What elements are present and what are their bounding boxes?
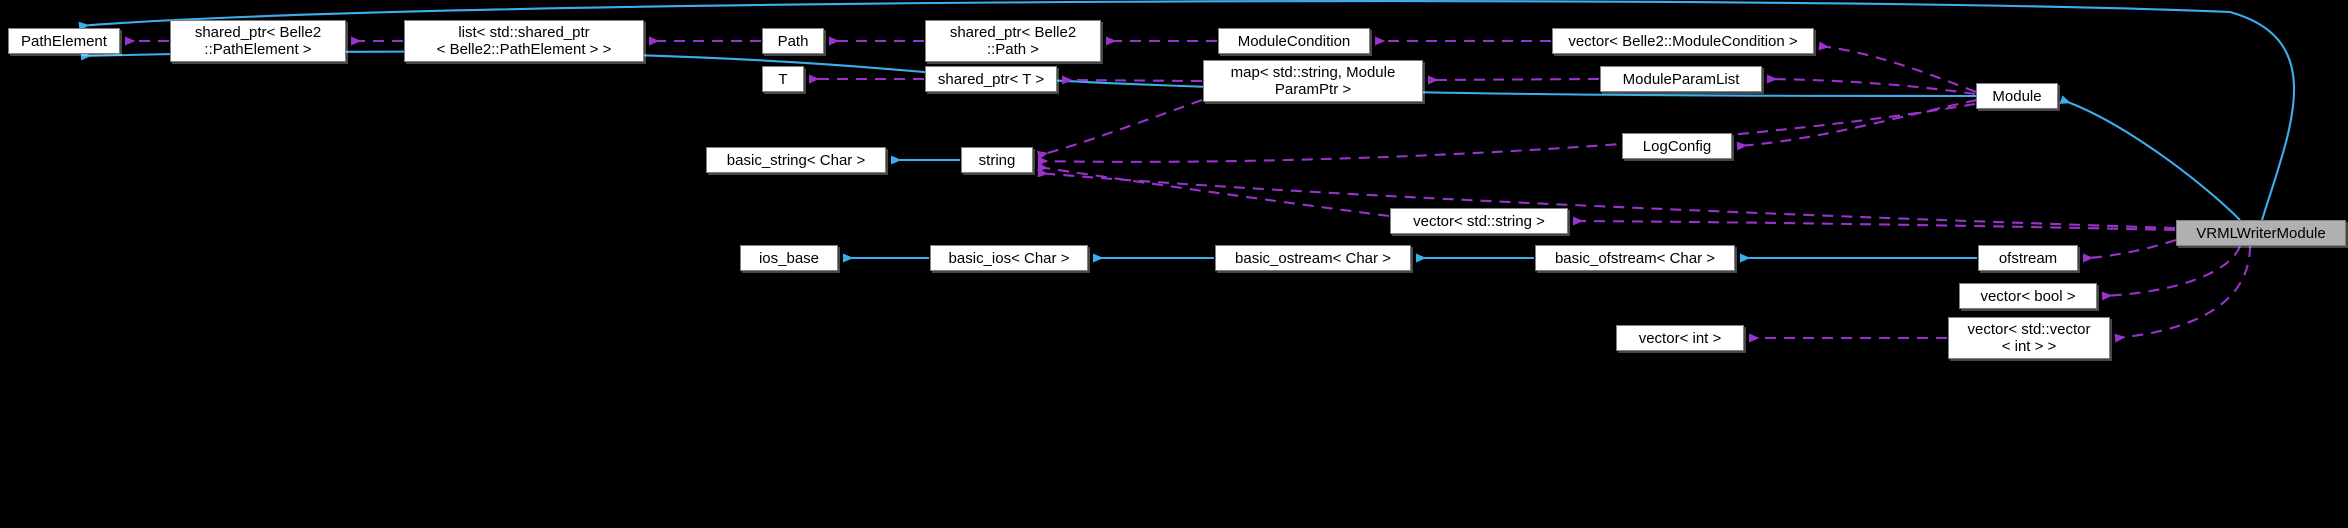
class-node-label: basic_string< Char > (726, 151, 866, 169)
class-node-label: vector< Belle2::ModuleCondition > (1568, 32, 1798, 50)
edge-vrmlwritermodule-ofstream (2082, 239, 2177, 263)
class-node-label: T (778, 70, 788, 88)
class-node-basic_ofstream_char[interactable]: basic_ofstream< Char > (1535, 245, 1735, 271)
class-node-modulecondition[interactable]: ModuleCondition (1218, 28, 1370, 54)
class-node-vec_vec_int[interactable]: vector< std::vector < int > > (1948, 317, 2110, 359)
class-node-ofstream[interactable]: ofstream (1978, 245, 2078, 271)
class-node-vector_int[interactable]: vector< int > (1616, 325, 1744, 351)
edge-vrmlwritermodule-vec-std-string (1572, 216, 2176, 232)
edge-moduleparamlist-map (1427, 75, 1600, 85)
edge-module-logconfig (1736, 98, 1978, 151)
edge-module-string (1037, 102, 1976, 166)
class-node-vrmlwritermodule[interactable]: VRMLWriterModule (2176, 220, 2346, 246)
class-node-label: shared_ptr< Belle2 ::PathElement > (194, 24, 322, 58)
edge-module-moduleparamlist (1766, 74, 1976, 96)
class-node-basic_string_char[interactable]: basic_string< Char > (706, 147, 886, 173)
class-node-label: list< std::shared_ptr < Belle2::PathElem… (436, 24, 612, 58)
class-node-ios_base[interactable]: ios_base (740, 245, 838, 271)
class-node-label: shared_ptr< Belle2 ::Path > (949, 24, 1077, 58)
class-node-label: Path (777, 32, 809, 50)
class-node-string[interactable]: string (961, 147, 1033, 173)
class-node-sp_pathelement[interactable]: shared_ptr< Belle2 ::PathElement > (170, 20, 346, 62)
class-node-logconfig[interactable]: LogConfig (1622, 133, 1732, 159)
class-node-pathelement[interactable]: PathElement (8, 28, 120, 54)
class-node-t[interactable]: T (762, 66, 804, 92)
class-node-label: shared_ptr< T > (937, 70, 1045, 88)
edge-map-string (1037, 99, 1203, 160)
class-node-sp_path[interactable]: shared_ptr< Belle2 ::Path > (925, 20, 1101, 62)
class-node-vec_modulecondition[interactable]: vector< Belle2::ModuleCondition > (1552, 28, 1814, 54)
edge-map-sp-t (1061, 75, 1203, 85)
class-node-module[interactable]: Module (1976, 83, 2058, 109)
class-node-vector_bool[interactable]: vector< bool > (1959, 283, 2097, 309)
class-node-label: Module (1992, 87, 2042, 105)
class-node-label: vector< std::vector < int > > (1967, 321, 2091, 355)
class-node-label: PathElement (21, 32, 107, 50)
class-node-label: ios_base (758, 249, 820, 267)
edge-vrmlwritermodule-pathelement (78, 0, 2296, 221)
class-node-label: ModuleCondition (1237, 32, 1351, 50)
class-node-label: vector< std::string > (1413, 212, 1545, 230)
class-node-label: map< std::string, Module ParamPtr > (1230, 64, 1396, 98)
class-node-label: basic_ofstream< Char > (1554, 249, 1716, 267)
class-node-vec_std_string[interactable]: vector< std::string > (1390, 208, 1568, 234)
class-node-label: ModuleParamList (1622, 70, 1740, 88)
class-node-sp_t[interactable]: shared_ptr< T > (925, 66, 1057, 92)
edge-vrmlwritermodule-module (2059, 95, 2241, 221)
class-node-basic_ios_char[interactable]: basic_ios< Char > (930, 245, 1088, 271)
edge-vec-std-string-string (1037, 162, 1390, 218)
class-node-label: vector< int > (1638, 329, 1722, 347)
class-node-label: basic_ios< Char > (948, 249, 1070, 267)
class-node-label: LogConfig (1642, 137, 1712, 155)
class-node-label: basic_ostream< Char > (1235, 249, 1391, 267)
class-node-label: VRMLWriterModule (2196, 224, 2326, 242)
class-node-basic_ostream_char[interactable]: basic_ostream< Char > (1215, 245, 1411, 271)
edge-vrmlwritermodule-string (1037, 168, 2176, 230)
class-node-path[interactable]: Path (762, 28, 824, 54)
class-node-label: ofstream (1998, 249, 2058, 267)
class-node-map_str_param[interactable]: map< std::string, Module ParamPtr > (1203, 60, 1423, 102)
class-node-moduleparamlist[interactable]: ModuleParamList (1600, 66, 1762, 92)
edge-vrmlwritermodule-vec-vec-int (2114, 245, 2252, 343)
class-node-label: vector< bool > (1980, 287, 2076, 305)
edge-module-vec-modulecondition (1818, 41, 1977, 93)
class-node-list_sp_pathelem[interactable]: list< std::shared_ptr < Belle2::PathElem… (404, 20, 644, 62)
edge-vrmlwritermodule-vector-bool (2101, 245, 2241, 301)
class-node-label: string (978, 151, 1016, 169)
